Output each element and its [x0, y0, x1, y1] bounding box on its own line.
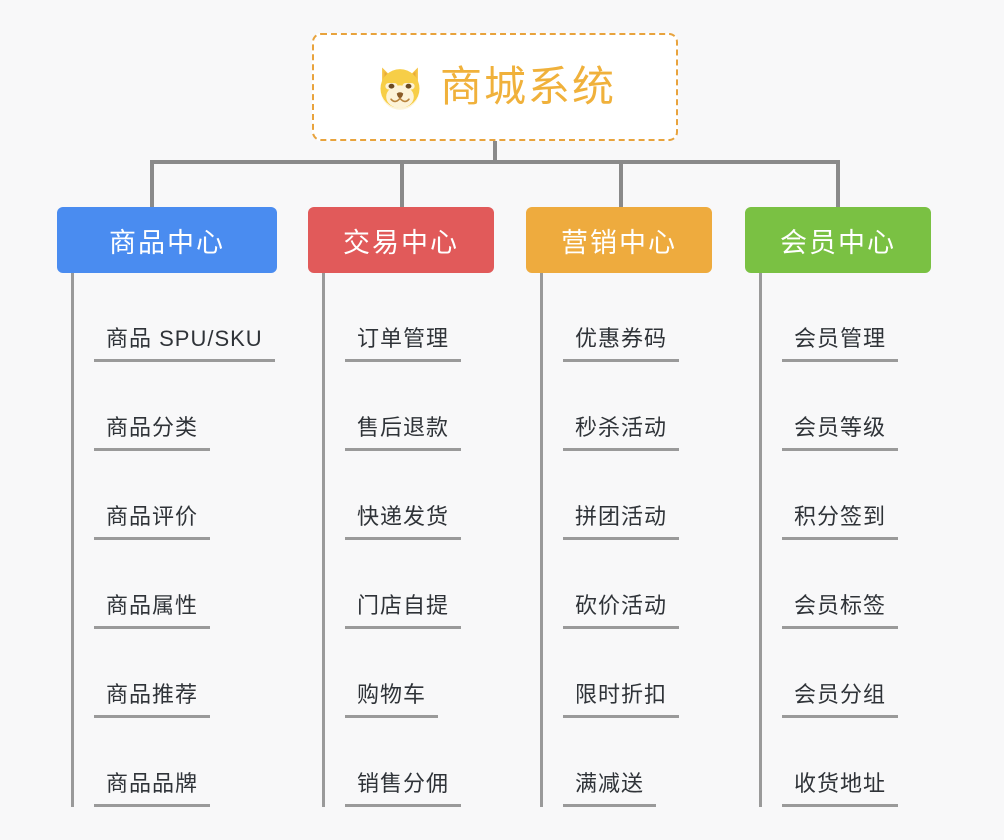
- category-header-3[interactable]: 营销中心: [526, 207, 712, 273]
- leaf-label: 商品 SPU/SKU: [94, 328, 275, 362]
- list-item[interactable]: 满减送: [543, 718, 712, 807]
- leaf-label: 收货地址: [782, 773, 899, 807]
- leaf-label: 售后退款: [345, 417, 462, 451]
- connector-root-stem: [493, 141, 497, 163]
- list-item[interactable]: 商品推荐: [74, 629, 277, 718]
- leaf-label: 订单管理: [345, 328, 462, 362]
- leaf-list-1: 商品 SPU/SKU 商品分类 商品评价 商品属性 商品推荐 商品品牌: [71, 273, 277, 807]
- leaf-list-2: 订单管理 售后退款 快递发货 门店自提 购物车 销售分佣: [322, 273, 494, 807]
- list-item[interactable]: 会员标签: [762, 540, 931, 629]
- leaf-label: 销售分佣: [345, 773, 462, 807]
- leaf-label: 拼团活动: [563, 506, 680, 540]
- leaf-list-4: 会员管理 会员等级 积分签到 会员标签 会员分组 收货地址: [759, 273, 931, 807]
- connector-drop-3: [619, 160, 623, 209]
- root-title: 商城系统: [439, 63, 616, 110]
- root-node[interactable]: 商城系统: [312, 33, 678, 141]
- category-label-3: 营销中心: [561, 227, 677, 258]
- connector-horizontal-bus: [150, 160, 838, 164]
- leaf-label: 限时折扣: [563, 684, 680, 718]
- connector-drop-1: [150, 160, 154, 209]
- leaf-label: 商品分类: [94, 417, 211, 451]
- category-header-1[interactable]: 商品中心: [57, 207, 277, 273]
- category-label-4: 会员中心: [780, 227, 896, 258]
- leaf-label: 商品推荐: [94, 684, 211, 718]
- list-item[interactable]: 会员等级: [762, 362, 931, 451]
- list-item[interactable]: 快递发货: [325, 451, 494, 540]
- list-item[interactable]: 销售分佣: [325, 718, 494, 807]
- list-item[interactable]: 会员分组: [762, 629, 931, 718]
- list-item[interactable]: 门店自提: [325, 540, 494, 629]
- branch-column-2: 交易中心 订单管理 售后退款 快递发货 门店自提 购物车 销售分佣: [308, 207, 494, 807]
- shiba-dog-face-icon: [374, 61, 426, 113]
- category-label-1: 商品中心: [109, 227, 225, 258]
- list-item[interactable]: 售后退款: [325, 362, 494, 451]
- leaf-label: 满减送: [563, 773, 657, 807]
- leaf-label: 购物车: [345, 684, 439, 718]
- category-header-2[interactable]: 交易中心: [308, 207, 494, 273]
- leaf-label: 砍价活动: [563, 595, 680, 629]
- list-item[interactable]: 秒杀活动: [543, 362, 712, 451]
- list-item[interactable]: 购物车: [325, 629, 494, 718]
- leaf-list-3: 优惠券码 秒杀活动 拼团活动 砍价活动 限时折扣 满减送: [540, 273, 712, 807]
- list-item[interactable]: 商品分类: [74, 362, 277, 451]
- leaf-label: 门店自提: [345, 595, 462, 629]
- leaf-label: 会员等级: [782, 417, 899, 451]
- list-item[interactable]: 商品品牌: [74, 718, 277, 807]
- list-item[interactable]: 积分签到: [762, 451, 931, 540]
- list-item[interactable]: 拼团活动: [543, 451, 712, 540]
- connector-drop-2: [400, 160, 404, 209]
- list-item[interactable]: 订单管理: [325, 273, 494, 362]
- leaf-label: 商品评价: [94, 506, 211, 540]
- list-item[interactable]: 商品属性: [74, 540, 277, 629]
- leaf-label: 商品属性: [94, 595, 211, 629]
- list-item[interactable]: 商品评价: [74, 451, 277, 540]
- list-item[interactable]: 收货地址: [762, 718, 931, 807]
- list-item[interactable]: 优惠券码: [543, 273, 712, 362]
- branch-column-3: 营销中心 优惠券码 秒杀活动 拼团活动 砍价活动 限时折扣 满减送: [526, 207, 712, 807]
- list-item[interactable]: 砍价活动: [543, 540, 712, 629]
- leaf-label: 会员标签: [782, 595, 899, 629]
- branch-column-4: 会员中心 会员管理 会员等级 积分签到 会员标签 会员分组 收货地址: [745, 207, 931, 807]
- leaf-label: 会员管理: [782, 328, 899, 362]
- connector-drop-4: [836, 160, 840, 209]
- leaf-label: 积分签到: [782, 506, 899, 540]
- leaf-label: 会员分组: [782, 684, 899, 718]
- list-item[interactable]: 商品 SPU/SKU: [74, 273, 277, 362]
- list-item[interactable]: 限时折扣: [543, 629, 712, 718]
- list-item[interactable]: 会员管理: [762, 273, 931, 362]
- branch-column-1: 商品中心 商品 SPU/SKU 商品分类 商品评价 商品属性 商品推荐 商品品牌: [57, 207, 277, 807]
- category-label-2: 交易中心: [343, 227, 459, 258]
- leaf-label: 秒杀活动: [563, 417, 680, 451]
- leaf-label: 商品品牌: [94, 773, 211, 807]
- category-header-4[interactable]: 会员中心: [745, 207, 931, 273]
- leaf-label: 优惠券码: [563, 328, 680, 362]
- leaf-label: 快递发货: [345, 506, 462, 540]
